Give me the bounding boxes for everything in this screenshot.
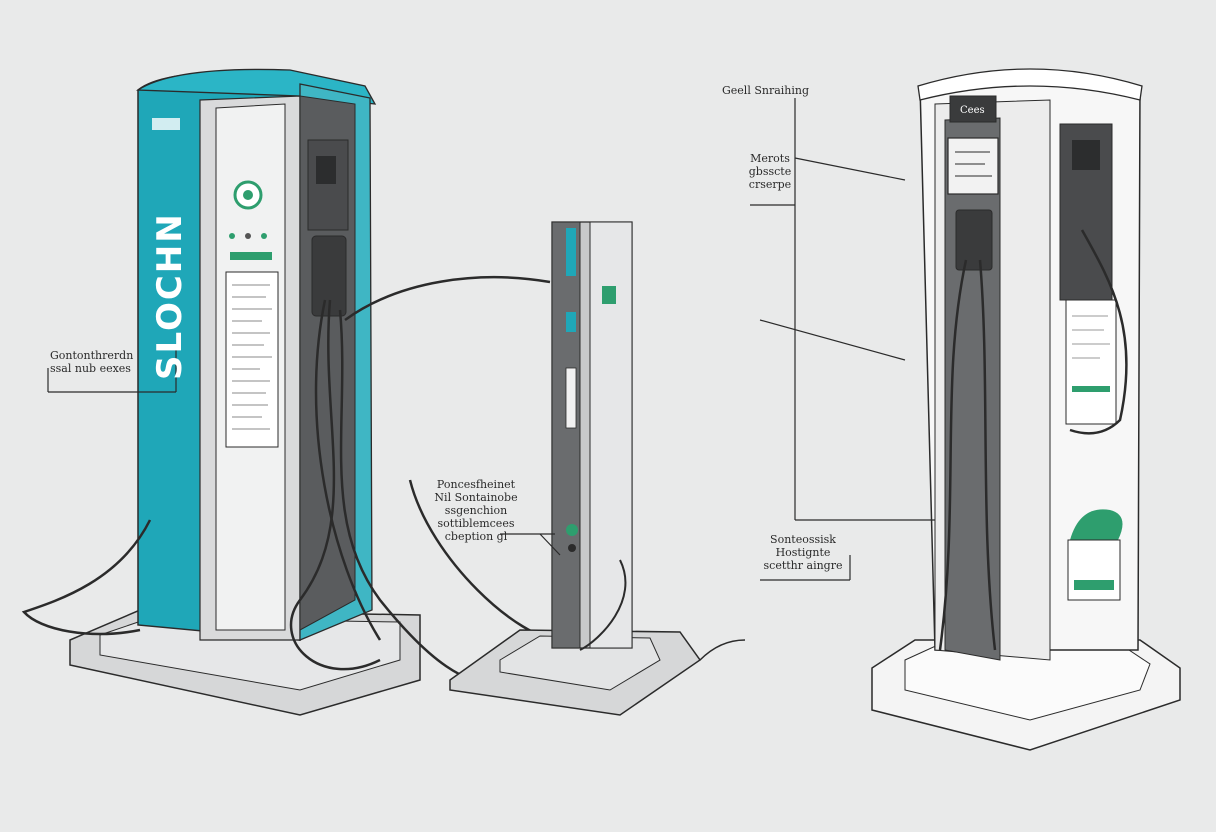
- upper-label-line: Merots: [750, 152, 790, 165]
- right-station-top-label: Geell Snraihing: [722, 84, 810, 97]
- center-label-line: sottiblemcees: [437, 517, 515, 530]
- callout-lines: [47, 98, 935, 581]
- left-label-line: Gontonthrerdn: [50, 349, 134, 362]
- right-station-upper-label: Merots gbsscte crserpe: [740, 152, 800, 191]
- lower-label-line: scetthr aingre: [763, 559, 843, 572]
- center-charging-pole: [449, 221, 746, 716]
- lower-label-line: Sonteossisk: [770, 533, 836, 546]
- center-label-line: ssgenchion: [444, 504, 508, 517]
- center-label-line: Nil Sontainobe: [434, 491, 518, 504]
- center-pole-label: Poncesfheinet Nil Sontainobe ssgenchion …: [428, 478, 524, 543]
- left-charging-station: [21, 68, 561, 716]
- right-station-screen-text: Cees: [960, 105, 985, 116]
- left-station-label: Gontonthrerdn ssal nub eexes: [50, 349, 133, 375]
- left-station-brand-text: SLOCHN: [150, 212, 190, 380]
- left-label-line: ssal nub eexes: [50, 362, 131, 375]
- lower-label-line: Hostignte: [775, 546, 831, 559]
- center-label-line: Poncesfheinet: [436, 478, 516, 491]
- center-label-line: cbeption gl: [444, 530, 508, 543]
- right-station-lower-label: Sonteossisk Hostignte scetthr aingre: [758, 533, 848, 572]
- right-charging-station: [871, 68, 1181, 751]
- upper-label-line: gbsscte: [748, 165, 792, 178]
- upper-label-line: crserpe: [748, 178, 792, 191]
